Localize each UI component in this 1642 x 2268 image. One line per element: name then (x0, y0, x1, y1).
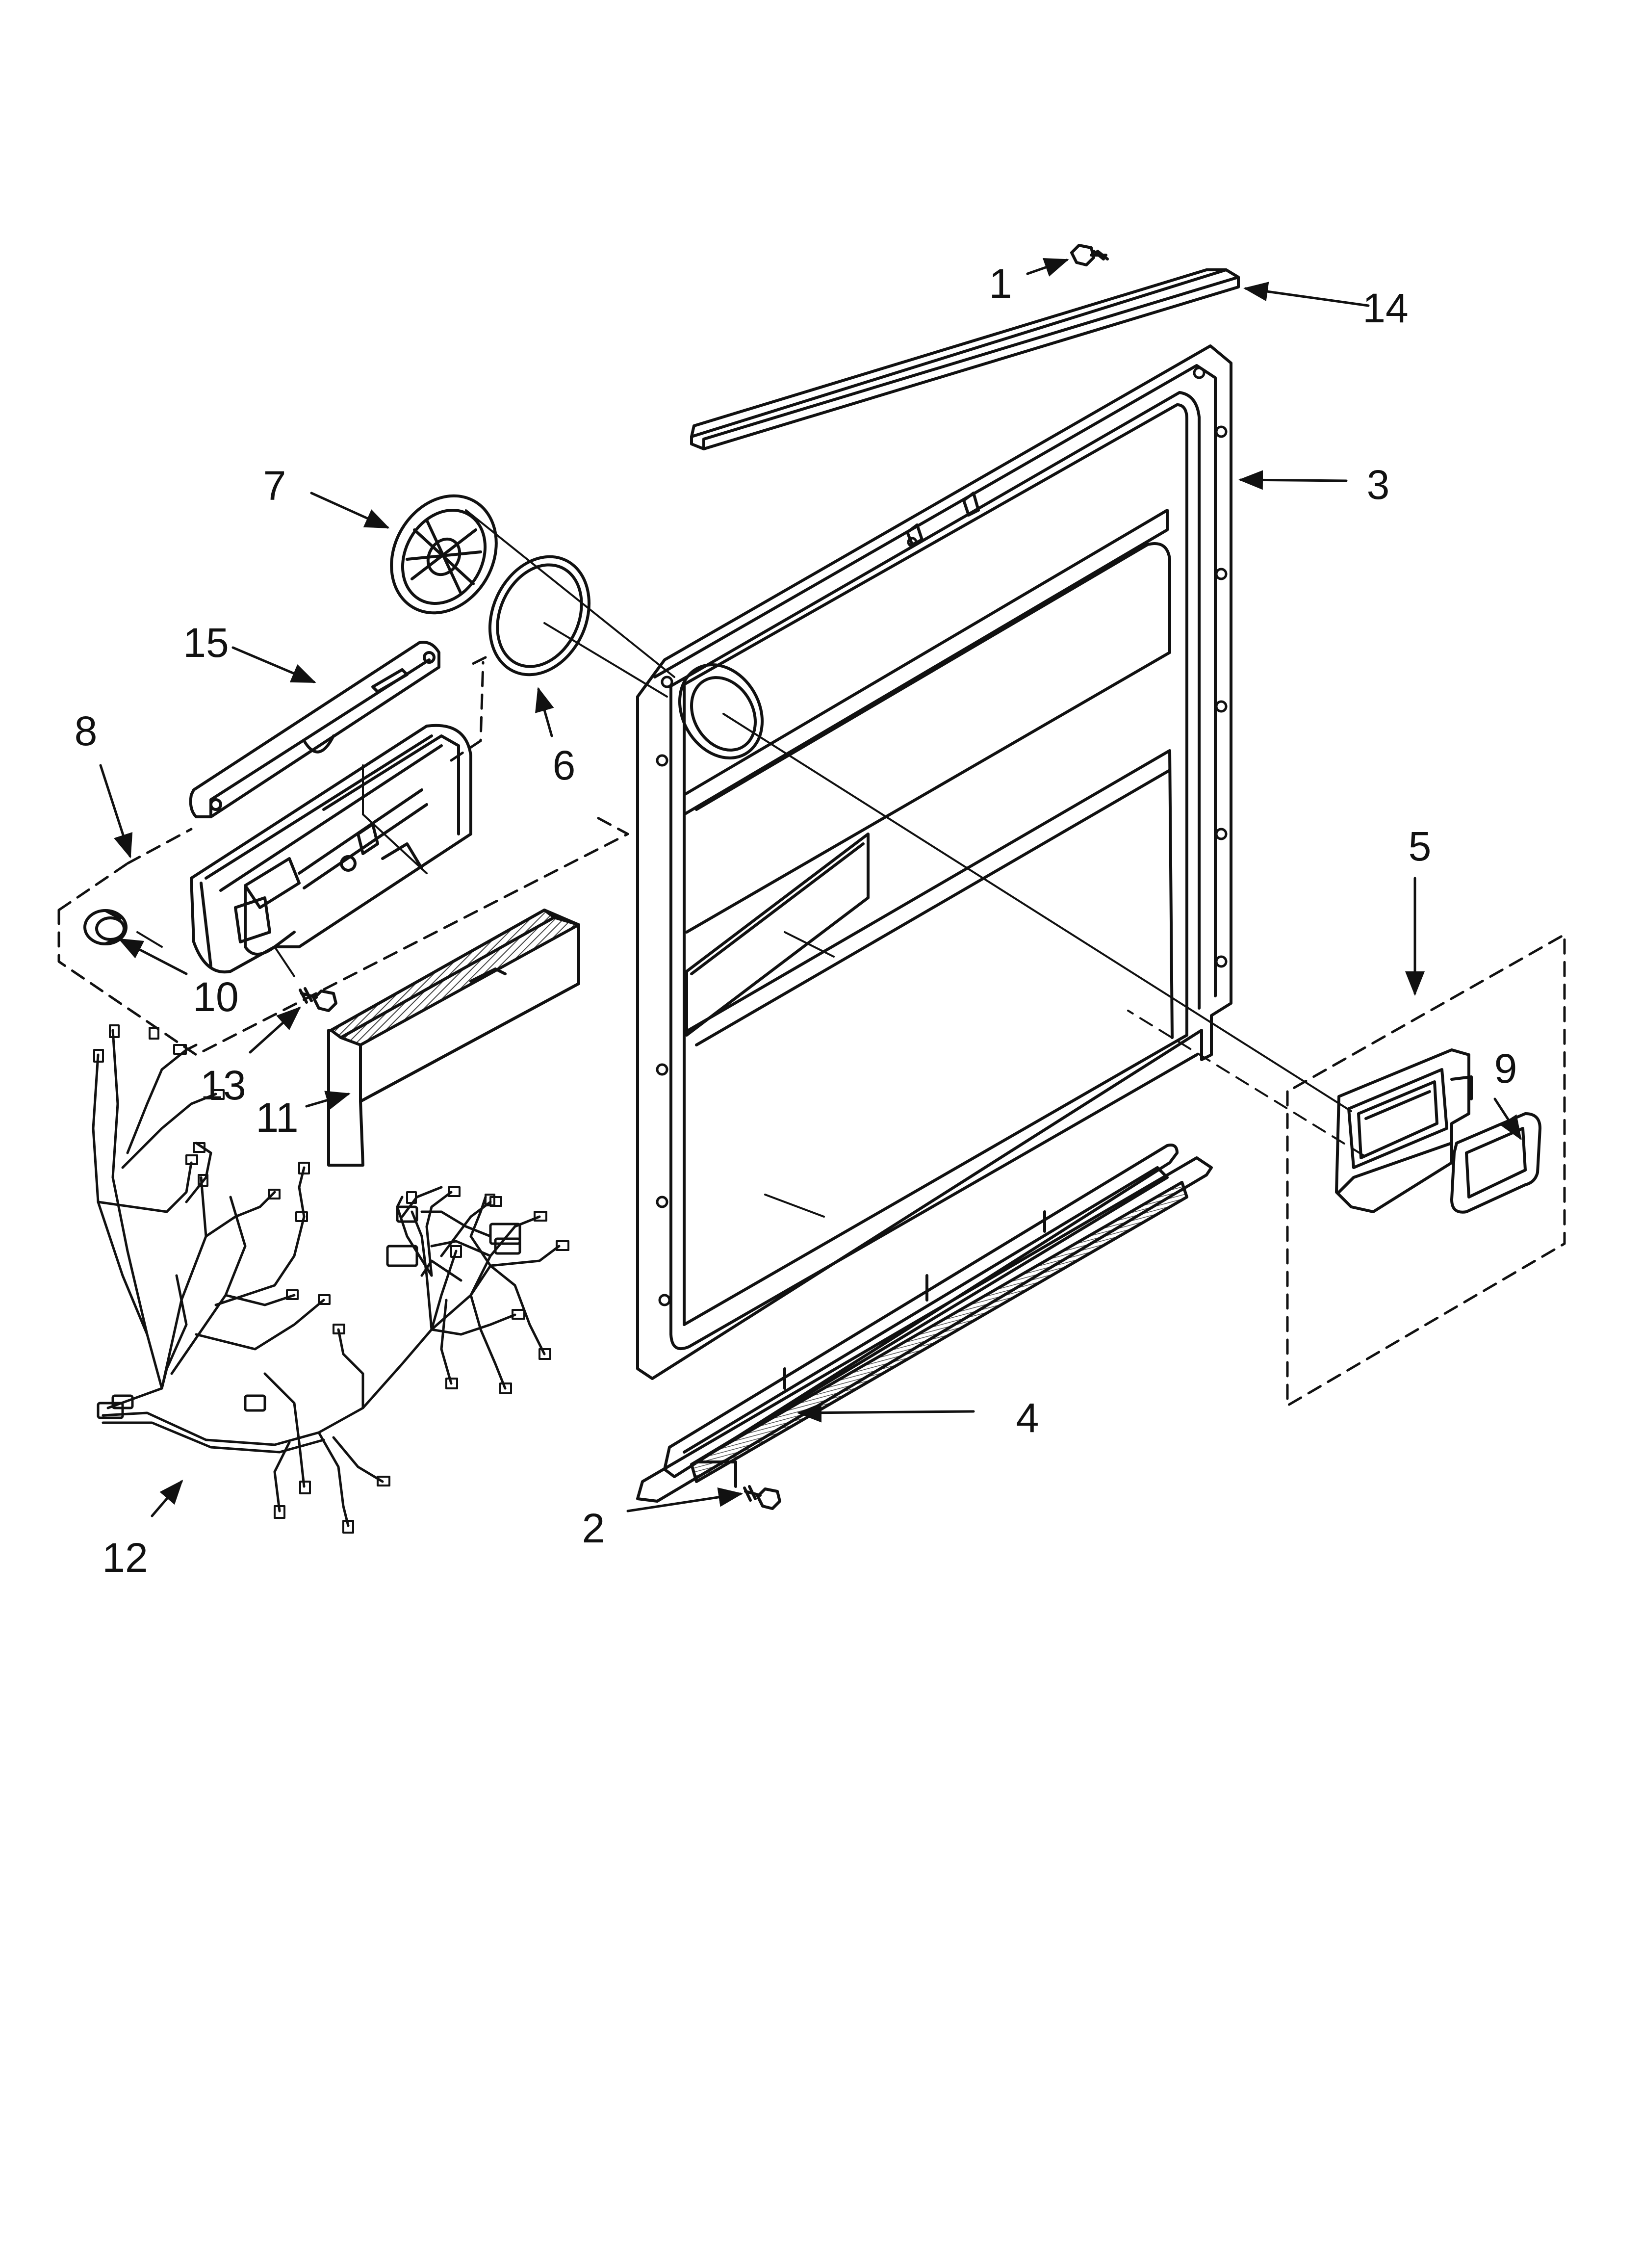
screw-bottom (743, 1485, 781, 1510)
arrow-1 (1026, 258, 1069, 277)
callout-7: 7 (263, 463, 286, 509)
vent-cap (390, 494, 498, 615)
dispenser-bracket (189, 641, 440, 818)
wire-harness (92, 1024, 569, 1534)
arrow-9 (1493, 1097, 1522, 1141)
callout-12: 12 (102, 1535, 148, 1581)
screw-top (1070, 244, 1109, 266)
callout-4: 4 (1016, 1395, 1039, 1441)
vent-housing (1335, 1048, 1473, 1213)
callout-14: 14 (1362, 285, 1409, 331)
assembly-box-dispenser (57, 656, 629, 1056)
inner-door-panel (636, 344, 1232, 1380)
arrow-8 (99, 764, 133, 859)
callout-arrows (99, 258, 1522, 1517)
bottom-vent-strip (636, 1144, 1213, 1503)
arrow-4 (797, 1403, 975, 1423)
callout-5: 5 (1408, 823, 1432, 869)
assembly-box-vent (1286, 933, 1566, 1407)
top-trim-strip (690, 268, 1240, 450)
arrow-10 (118, 938, 188, 975)
dispenser-knob (83, 909, 128, 945)
callout-10: 10 (193, 974, 239, 1020)
leader-lines (136, 509, 1364, 1218)
vent-seal (1450, 1112, 1541, 1214)
arrow-12 (151, 1480, 183, 1517)
callout-8: 8 (74, 708, 98, 754)
arrow-11 (305, 1091, 351, 1110)
callout-9: 9 (1494, 1045, 1517, 1092)
dispenser-assembly (190, 724, 472, 974)
callout-1: 1 (989, 261, 1012, 307)
arrow-2 (626, 1487, 743, 1512)
callout-3: 3 (1366, 462, 1390, 508)
arrow-3 (1238, 470, 1348, 490)
callout-15: 15 (183, 620, 229, 666)
callout-11: 11 (256, 1095, 299, 1141)
arrow-13 (249, 1006, 301, 1054)
callout-6: 6 (552, 742, 576, 788)
insulation-block (327, 909, 580, 1167)
arrow-15 (231, 646, 316, 683)
callout-2: 2 (582, 1505, 605, 1551)
arrow-7 (310, 492, 390, 529)
arrow-14 (1243, 282, 1370, 307)
callout-13: 13 (200, 1062, 246, 1108)
arrow-6 (535, 687, 554, 737)
vent-gasket (488, 555, 591, 677)
